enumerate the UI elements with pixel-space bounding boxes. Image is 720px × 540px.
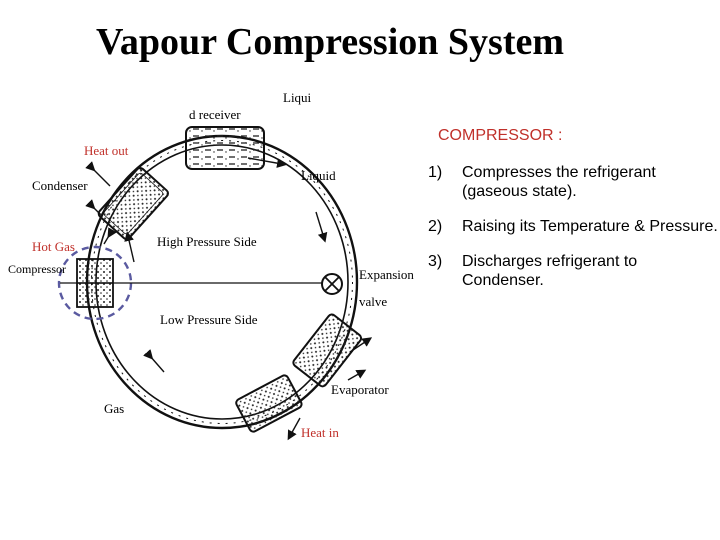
evaporator-lower-unit xyxy=(235,374,303,433)
heat-in-label: Heat in xyxy=(301,425,339,440)
point-text: Raising its Temperature & Pressure. xyxy=(462,218,718,235)
liquid-receiver-label-top: Liqui xyxy=(283,90,312,105)
point-number: 1) xyxy=(428,164,443,181)
slide-title: Vapour Compression System xyxy=(95,21,565,63)
compressor-heading: COMPRESSOR : xyxy=(438,127,563,144)
expansion-valve xyxy=(321,273,343,295)
heat-out-label: Heat out xyxy=(84,143,129,158)
gas-label: Gas xyxy=(104,401,125,416)
condenser-label: Condenser xyxy=(32,178,88,193)
evaporator-unit xyxy=(292,313,363,388)
compressor-point: 1) Compresses the refrigerant (gaseous s… xyxy=(428,163,718,201)
point-text: Compresses the refrigerant (gaseous stat… xyxy=(462,164,656,200)
liquid-receiver xyxy=(185,126,265,170)
liquid-receiver-label-bottom: d receiver xyxy=(189,107,241,122)
compressor-point: 2) Raising its Temperature & Pressure. xyxy=(428,217,718,236)
evaporator-label: Evaporator xyxy=(331,382,389,397)
compressor-point: 3) Discharges refrigerant to Condenser. xyxy=(428,252,718,290)
point-number: 2) xyxy=(428,218,443,235)
expansion-label: Expansion xyxy=(359,267,414,282)
hot-gas-label: Hot Gas xyxy=(32,239,75,254)
compressor-label: Compressor xyxy=(8,262,66,276)
liquid-label: Liquid xyxy=(301,168,336,183)
low-pressure-side-label: Low Pressure Side xyxy=(160,312,258,327)
point-text: Discharges refrigerant to Condenser. xyxy=(462,253,638,289)
high-pressure-side-label: High Pressure Side xyxy=(157,234,257,249)
point-number: 3) xyxy=(428,253,443,270)
valve-label: valve xyxy=(359,294,388,309)
condenser-unit xyxy=(97,166,169,241)
compressor-points-list: 1) Compresses the refrigerant (gaseous s… xyxy=(428,163,718,306)
